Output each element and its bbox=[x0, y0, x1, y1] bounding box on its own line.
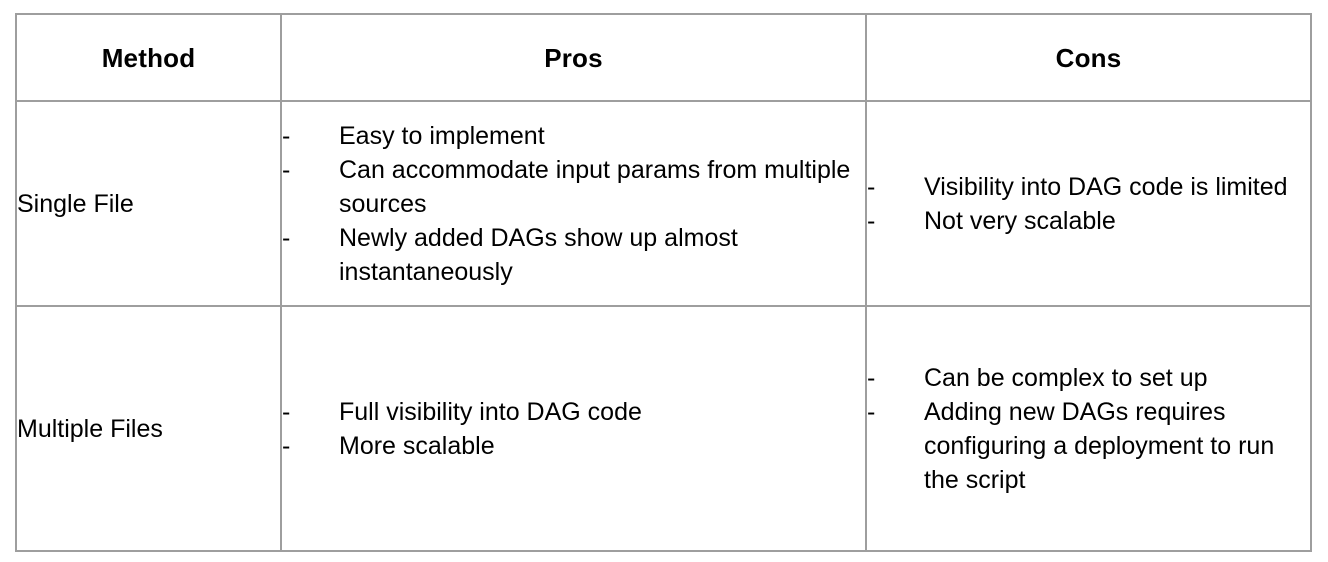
column-header-pros-label: Pros bbox=[544, 42, 603, 73]
method-cell: Multiple Files bbox=[15, 305, 282, 552]
pros-list: - Easy to implement - Can accommodate in… bbox=[282, 119, 865, 289]
bullet-dash-icon: - bbox=[282, 431, 291, 460]
bullet-dash-icon: - bbox=[282, 223, 291, 252]
list-item-text: More scalable bbox=[339, 431, 495, 460]
cons-cell: - Visibility into DAG code is limited - … bbox=[865, 100, 1312, 307]
list-item: - Can accommodate input params from mult… bbox=[282, 153, 865, 221]
list-item-text: Adding new DAGs requires configuring a d… bbox=[924, 397, 1275, 494]
cons-cell: - Can be complex to set up - Adding new … bbox=[865, 305, 1312, 552]
list-item: - Not very scalable bbox=[867, 204, 1294, 238]
list-item: - Newly added DAGs show up almost instan… bbox=[282, 221, 865, 289]
table-body: Single File - Easy to implement - Can ac… bbox=[15, 100, 1312, 552]
table-row: Multiple Files - Full visibility into DA… bbox=[15, 305, 1312, 552]
list-item: - Can be complex to set up bbox=[867, 361, 1294, 395]
cons-list: - Can be complex to set up - Adding new … bbox=[867, 361, 1310, 497]
list-item-text: Newly added DAGs show up almost instanta… bbox=[339, 223, 738, 286]
table-header: Method Pros Cons bbox=[15, 13, 1312, 102]
list-item-text: Easy to implement bbox=[339, 121, 545, 150]
bullet-dash-icon: - bbox=[282, 397, 291, 426]
table-header-row: Method Pros Cons bbox=[15, 13, 1312, 102]
bullet-dash-icon: - bbox=[282, 121, 291, 150]
column-header-method: Method bbox=[15, 13, 282, 102]
method-cell: Single File bbox=[15, 100, 282, 307]
column-header-cons: Cons bbox=[865, 13, 1312, 102]
list-item-text: Can accommodate input params from multip… bbox=[339, 155, 851, 218]
bullet-dash-icon: - bbox=[867, 172, 876, 201]
list-item-text: Visibility into DAG code is limited bbox=[924, 172, 1288, 201]
method-label: Single File bbox=[17, 189, 134, 218]
list-item-text: Can be complex to set up bbox=[924, 363, 1208, 392]
table-row: Single File - Easy to implement - Can ac… bbox=[15, 100, 1312, 307]
list-item: - More scalable bbox=[282, 429, 865, 463]
bullet-dash-icon: - bbox=[867, 206, 876, 235]
column-header-pros: Pros bbox=[280, 13, 867, 102]
list-item: - Easy to implement bbox=[282, 119, 865, 153]
bullet-dash-icon: - bbox=[282, 155, 291, 184]
column-header-method-label: Method bbox=[101, 42, 196, 73]
pros-cell: - Full visibility into DAG code - More s… bbox=[280, 305, 867, 552]
list-item: - Full visibility into DAG code bbox=[282, 395, 865, 429]
column-header-cons-label: Cons bbox=[1055, 42, 1122, 73]
pros-cell: - Easy to implement - Can accommodate in… bbox=[280, 100, 867, 307]
list-item-text: Full visibility into DAG code bbox=[339, 397, 642, 426]
pros-list: - Full visibility into DAG code - More s… bbox=[282, 395, 865, 463]
bullet-dash-icon: - bbox=[867, 363, 876, 392]
list-item: - Visibility into DAG code is limited bbox=[867, 170, 1294, 204]
list-item-text: Not very scalable bbox=[924, 206, 1116, 235]
cons-list: - Visibility into DAG code is limited - … bbox=[867, 170, 1310, 238]
bullet-dash-icon: - bbox=[867, 397, 876, 426]
comparison-table: Method Pros Cons Single File bbox=[15, 13, 1312, 552]
method-label: Multiple Files bbox=[17, 414, 163, 443]
list-item: - Adding new DAGs requires configuring a… bbox=[867, 395, 1294, 497]
